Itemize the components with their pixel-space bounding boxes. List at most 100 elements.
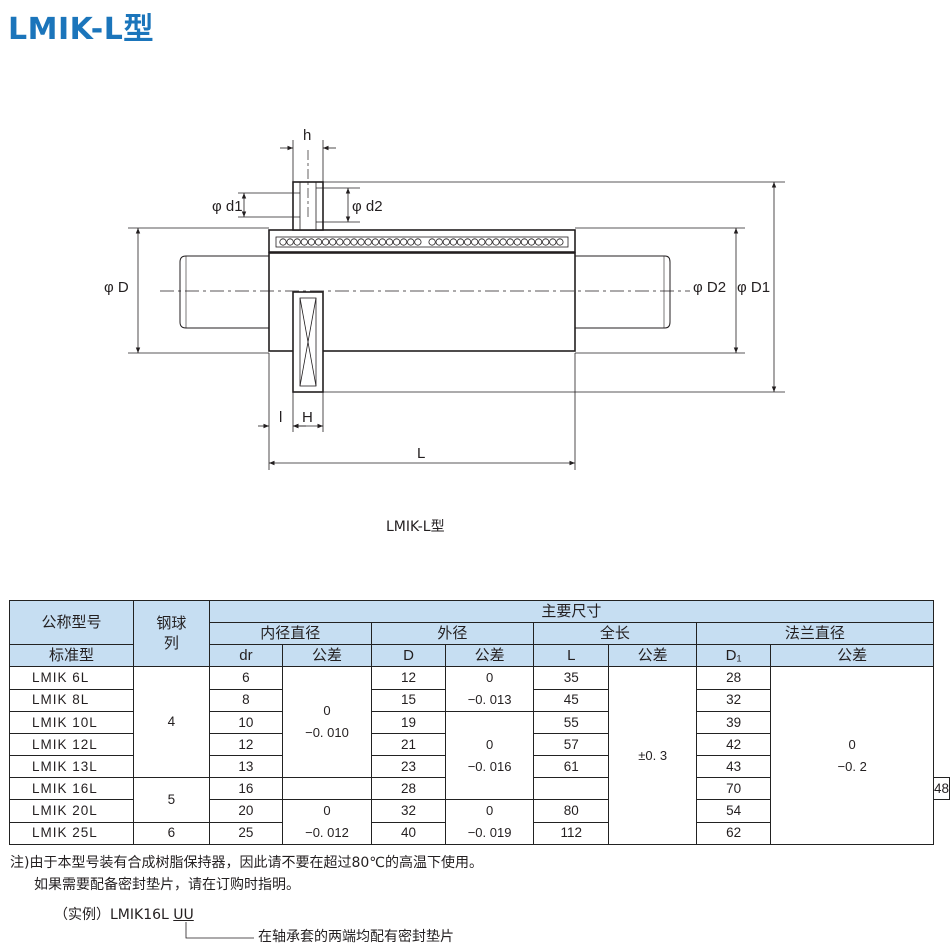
dim-label-D2: φ D2: [693, 279, 726, 296]
header-standard-type: 标准型: [9, 644, 134, 667]
order-example-description: 在轴承套的两端均配有密封垫片: [258, 929, 454, 945]
cell-D1: 62: [695, 821, 772, 845]
ball: [463, 238, 472, 246]
cell-balls: 4: [133, 666, 210, 778]
cell-dr: 16: [208, 777, 284, 800]
cell-D-tolerance: 0−0. 013: [445, 666, 534, 712]
ball: [499, 238, 507, 246]
cell-D-tolerance: 0−0. 019: [445, 799, 534, 845]
ball: [428, 238, 436, 246]
ball: [357, 238, 365, 246]
cell-dr: 25: [208, 821, 284, 845]
order-example-suffix: UU: [173, 907, 194, 923]
dim-label-d1: φ d1: [212, 198, 243, 215]
cell-D: 40: [370, 821, 447, 845]
ball: [343, 238, 351, 246]
header-D: D: [370, 644, 447, 667]
ball: [300, 238, 308, 246]
header-balls: 钢球列: [133, 600, 210, 667]
ball: [534, 238, 543, 246]
bearing-outline: [160, 150, 690, 393]
cell-model: LMIK 10L: [9, 711, 134, 734]
cell-D1: 48: [932, 777, 950, 800]
ball: [286, 238, 294, 246]
table-row: LMIK 10L 10 19 0−0. 016 55 39: [9, 711, 950, 800]
ball: [506, 238, 514, 246]
ball: [350, 238, 358, 246]
ball: [556, 238, 564, 246]
ball: [414, 238, 422, 246]
ball: [520, 238, 529, 246]
cell-model: LMIK 13L: [9, 755, 134, 778]
dim-label-L: L: [417, 445, 425, 462]
table-row: LMIK 20L 20 0−0. 012 32 0−0. 019 80 54: [9, 799, 950, 845]
ball: [371, 238, 379, 246]
cell-D1: 39: [695, 711, 772, 734]
header-dr: dr: [208, 644, 284, 667]
ball: [456, 238, 465, 246]
dim-label-D: φ D: [104, 279, 129, 296]
ball: [314, 238, 323, 246]
header-D1: D₁: [695, 644, 772, 667]
cell-dr: 20: [208, 799, 284, 823]
ball: [307, 238, 315, 246]
cell-L: 45: [532, 688, 610, 712]
drawing-caption: LMIK-L型: [386, 519, 445, 535]
cell-D: 15: [370, 688, 447, 712]
table-row: LMIK 16L 5 16 28 70 48: [9, 777, 950, 823]
ball: [492, 238, 500, 246]
ball: [485, 238, 493, 246]
ball: [378, 238, 386, 246]
ball: [293, 238, 301, 246]
spec-table: 公称型号 钢球列 主要尺寸 内径直径 外径 全长 法兰直径 标准型 dr 公差 …: [9, 600, 950, 845]
cell-model: LMIK 16L: [9, 777, 134, 800]
dim-label-l: l: [279, 409, 282, 426]
cell-model: LMIK 25L: [9, 821, 134, 845]
cell-D1: 32: [695, 688, 772, 712]
table-row: LMIK 25L 6 25 40 112 62: [9, 821, 950, 845]
example-leader-line: [185, 922, 254, 939]
ball: [542, 238, 550, 246]
cell-D-tolerance-empty: [532, 777, 610, 800]
cell-dr-tolerance: 0−0. 010: [282, 666, 372, 778]
ball: [442, 238, 450, 246]
ball: [400, 238, 408, 246]
header-main-dims: 主要尺寸: [208, 600, 934, 623]
header-outer-diameter: 外径: [370, 622, 534, 645]
ball: [435, 238, 443, 246]
cell-D: 28: [370, 777, 447, 800]
ball: [385, 238, 394, 246]
cell-L-tolerance: ±0. 3: [608, 666, 697, 845]
note-line-2: 如果需要配备密封垫片，请在订购时指明。: [34, 877, 300, 893]
ball: [478, 238, 486, 246]
order-example-model: （实例）LMIK16L: [54, 907, 169, 923]
ball: [471, 238, 479, 246]
header-flange-diameter: 法兰直径: [695, 622, 934, 645]
dim-label-D1: φ D1: [737, 279, 770, 296]
cell-model: LMIK 12L: [9, 733, 134, 756]
cell-D: 23: [370, 755, 447, 778]
header-L-tolerance: 公差: [608, 644, 697, 667]
note-line-1: 注)由于本型号装有合成树脂保持器，因此请不要在超过80℃的高温下使用。: [10, 855, 483, 871]
ball: [392, 238, 401, 246]
header-L: L: [532, 644, 610, 667]
ball: [364, 238, 372, 246]
ball: [513, 238, 521, 246]
cell-L: 70: [695, 777, 772, 800]
table-row: LMIK 12L 12 21 57 42: [9, 733, 950, 756]
table-row: LMIK 6L 4 6 0−0. 010 12 0−0. 013 35 ±0. …: [9, 666, 950, 845]
ball: [329, 238, 337, 246]
dim-label-h: h: [303, 127, 311, 144]
cell-dr: 6: [208, 666, 284, 690]
ball: [336, 238, 344, 246]
ball: [407, 238, 415, 246]
ball-row: [279, 238, 564, 246]
bearing-drawing: h φ d1 φ d2 φ D φ D2 φ D1 l H L: [104, 127, 785, 470]
dimension-lines: [128, 140, 785, 470]
cell-dr-tolerance: 0−0. 012: [282, 799, 372, 845]
dim-label-H: H: [302, 409, 313, 426]
ball: [449, 238, 457, 246]
ball: [549, 238, 557, 246]
order-example: （实例）LMIK16L UU: [54, 904, 194, 924]
table-row: LMIK 8L 8 15 45 32: [9, 688, 950, 712]
